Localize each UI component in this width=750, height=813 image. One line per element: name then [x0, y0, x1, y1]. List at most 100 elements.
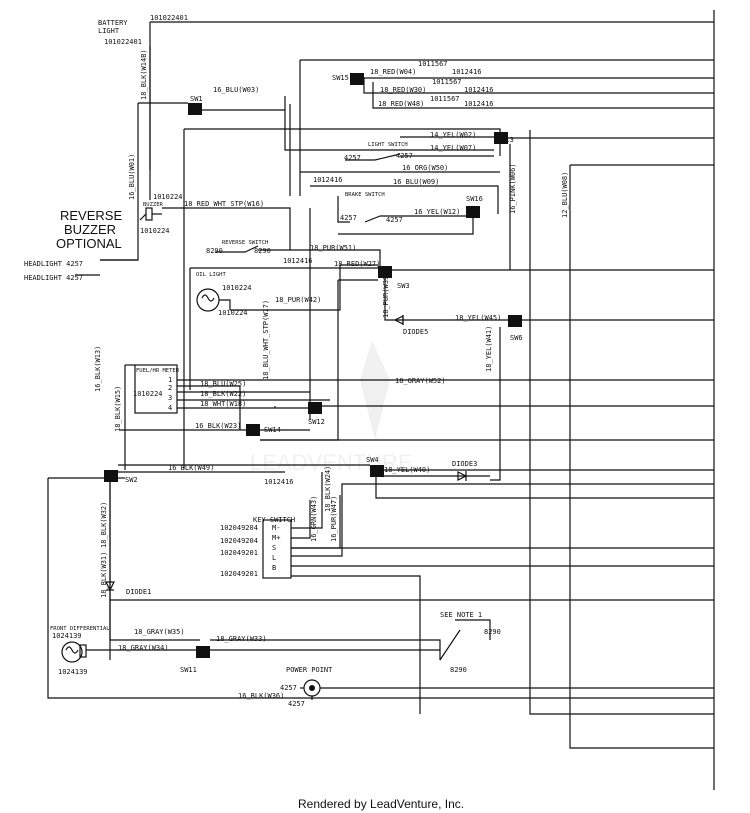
switch-sw16	[466, 206, 480, 218]
label-1011567-c: 1011567	[430, 95, 460, 103]
label-pin-l: L	[272, 554, 276, 562]
label-w02: 14_YEL(W02)	[430, 131, 476, 139]
label-w31: 18_BLK(W31)	[100, 552, 108, 598]
label-light-switch: LIGHT SWITCH	[368, 142, 408, 148]
label-w32: 18_BLK(W32)	[100, 502, 108, 548]
label-diode5: DIODE5	[403, 328, 428, 336]
label-102049201-a: 102049201	[220, 549, 258, 557]
label-1012416-c: 1012416	[464, 100, 494, 108]
label-pin3: 3	[168, 394, 172, 402]
label-w15: 18_BLK(W15)	[114, 386, 122, 432]
switch-sw4	[370, 465, 384, 477]
switch-sw13	[494, 132, 508, 144]
label-reverse: REVERSE	[60, 208, 122, 223]
label-sw14: SW14	[264, 426, 281, 434]
label-sw16: SW16	[466, 195, 483, 203]
switch-sw2	[104, 470, 118, 482]
label-pin-m-minus: M-	[272, 524, 280, 532]
key-switch-body	[262, 519, 292, 579]
label-102049204-b: 102049204	[220, 537, 258, 545]
label-diode3: DIODE3	[452, 460, 477, 468]
label-w47: 16_PUR(W47)	[330, 496, 338, 542]
label-1012416-a: 1012416	[452, 68, 482, 76]
label-w18: 18_WHT(W18)	[200, 400, 246, 408]
label-8290-c: 8290	[484, 628, 501, 636]
label-buzzer-2: BUZZER	[64, 222, 116, 237]
label-fuel-meter: FUEL/HR METER	[136, 368, 180, 374]
buzzer-box	[145, 207, 153, 221]
label-1012416-f: 1012416	[264, 478, 294, 486]
label-w08: 12_BLU(W08)	[561, 172, 569, 218]
label-1012416-d: 1012416	[313, 176, 343, 184]
label-w24: 18_BLK(W24)	[324, 466, 332, 512]
watermark-logo: LEADVENTURE	[250, 340, 413, 475]
label-pin2: 2	[168, 384, 172, 392]
label-key-switch: KEY SWITCH	[253, 516, 295, 524]
label-w16: 18_RED_WHT_STP(W16)	[184, 200, 264, 208]
label-w12: 16_YEL(W12)	[414, 208, 460, 216]
label-sw13: SW13	[497, 136, 514, 144]
label-w13: 16_BLK(W13)	[94, 346, 102, 392]
label-power-point: POWER POINT	[286, 666, 333, 674]
label-sw3: SW3	[397, 282, 410, 290]
label-w25: 18_BLU(W25)	[200, 380, 246, 388]
footer-credit: Rendered by LeadVenture, Inc.	[298, 797, 464, 811]
switch-sw6	[508, 315, 522, 327]
label-4257-c: 4257	[340, 214, 357, 222]
label-w22: 18_BLK(W22)	[200, 390, 246, 398]
label-w01: 16_BLU(W01)	[128, 154, 136, 200]
label-102049201-b: 102049201	[220, 570, 258, 578]
label-pin4: 4	[168, 404, 172, 412]
label-8290-b: 8290	[254, 247, 271, 255]
label-w51: 18_PUR(W51)	[310, 244, 356, 252]
label-w23: 16_BLK(W23)	[195, 422, 241, 430]
label-w49: 16_BLK(W49)	[168, 464, 214, 472]
label-w07: 14_YEL(W07)	[430, 144, 476, 152]
label-w36: 16_BLK(W36)	[238, 692, 284, 700]
label-headlight-1: HEADLIGHT 4257	[24, 260, 83, 268]
label-sw2: SW2	[125, 476, 138, 484]
switch-sw11	[196, 646, 210, 658]
label-w39: 18_PUR(W39)	[382, 272, 390, 318]
label-headlight-2: HEADLIGHT 4257	[24, 274, 83, 282]
label-pin-b: B	[272, 564, 276, 572]
label-oil-light: OIL LIGHT	[196, 272, 226, 278]
svg-text:LEADVENTURE: LEADVENTURE	[250, 450, 413, 475]
label-w52: 18_GRAY(W52)	[395, 377, 446, 385]
label-buzzer: BUZZER	[143, 202, 164, 208]
label-w42: 18_PUR(W42)	[275, 296, 321, 304]
label-1024139-b: 1024139	[58, 668, 88, 676]
label-diode1: DIODE1	[126, 588, 151, 596]
label-sw1: SW1	[190, 95, 203, 103]
label-w04: 18_RED(W04)	[370, 68, 416, 76]
switch-sw3	[378, 266, 392, 278]
label-w03: 16_BLU(W03)	[213, 86, 259, 94]
label-1010224-b: 1010224	[140, 227, 170, 235]
label-see-note: SEE NOTE 1	[440, 611, 482, 619]
label-4257-a: 4257	[344, 154, 361, 162]
label-4257-d: 4257	[386, 216, 403, 224]
label-sw12: SW12	[308, 418, 325, 426]
oil-light-lamp	[196, 288, 220, 312]
label-1010224-d: 1010224	[218, 309, 248, 317]
label-w45: 18_YEL(W45)	[455, 314, 501, 322]
label-w35: 18_GRAY(W35)	[134, 628, 185, 636]
label-1010224-c: 1010224	[222, 284, 252, 292]
label-w41: 18_YEL(W41)	[485, 326, 493, 372]
label-1010224-e: 1010224	[133, 390, 163, 398]
label-w14b: 18_BLK(W14B)	[140, 49, 148, 100]
label-1010224-a: 1010224	[153, 193, 183, 201]
label-w48: 18_RED(W48)	[378, 100, 424, 108]
label-w27: 18_RED(W27)	[334, 260, 380, 268]
switch-sw12	[308, 402, 322, 414]
label-w50: 16_ORG(W50)	[402, 164, 448, 172]
label-reverse-switch: REVERSE SWITCH	[222, 240, 268, 246]
label-sw15: SW15	[332, 74, 349, 82]
label-sw4: SW4	[366, 456, 379, 464]
label-pin-m-plus: M+	[272, 534, 280, 542]
label-sw6: SW6	[510, 334, 523, 342]
label-sw11: SW11	[180, 666, 197, 674]
